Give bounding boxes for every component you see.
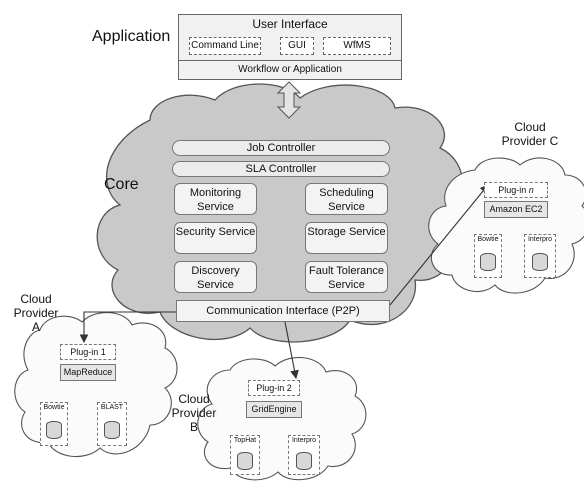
monitoring-service: Monitoring Service [174,183,257,215]
connector-to-a [79,311,176,344]
storage-service: Storage Service [305,222,388,254]
bowtie-tool-a: Bowtie [40,402,68,446]
connector-to-c [389,184,489,306]
plugin-2: Plug-in 2 [248,380,300,396]
gui-button[interactable]: GUI [280,37,314,55]
wfms-button[interactable]: WfMS [323,37,391,55]
amazon-ec2-engine: Amazon EC2 [484,201,548,218]
plugin-n-var: n [528,185,534,195]
core-label: Core [104,176,139,193]
mapreduce-engine: MapReduce [60,364,116,381]
database-icon [237,452,253,470]
database-icon [296,452,312,470]
scheduling-service: Scheduling Service [305,183,388,215]
user-interface-panel: User Interface Command Line GUI WfMS [178,14,402,62]
user-interface-title: User Interface [252,17,328,31]
bowtie-tool-c: Bowtie [474,234,502,278]
cloud-b [197,356,367,481]
database-icon [532,253,548,271]
interpro-tool-b: Interpro [288,435,320,475]
provider-b-label: Cloud Provider B [171,392,217,434]
app-core-double-arrow [276,81,302,119]
blast-tool-a: BLAST [97,402,127,446]
connector-to-b [284,321,299,380]
plugin-1: Plug-in 1 [60,344,116,360]
provider-c-label: Cloud Provider C [501,120,559,148]
job-controller: Job Controller [172,140,390,156]
database-icon [104,421,120,439]
plugin-n: Plug-in n [484,182,548,198]
security-service: Security Service [174,222,257,254]
database-icon [46,421,62,439]
provider-a-label: Cloud Provider A [13,292,59,334]
sla-controller: SLA Controller [172,161,390,177]
fault-tolerance-service: Fault Tolerance Service [305,261,388,293]
workflow-bar: Workflow or Application [178,60,402,80]
command-line-button[interactable]: Command Line [189,37,261,55]
interpro-tool-c: Interpro [524,234,556,278]
application-label: Application [92,28,171,45]
tophat-tool-b: TopHat [230,435,260,475]
database-icon [480,253,496,271]
discovery-service: Discovery Service [174,261,257,293]
communication-interface: Communication Interface (P2P) [176,300,390,322]
gridengine-engine: GridEngine [246,401,302,418]
